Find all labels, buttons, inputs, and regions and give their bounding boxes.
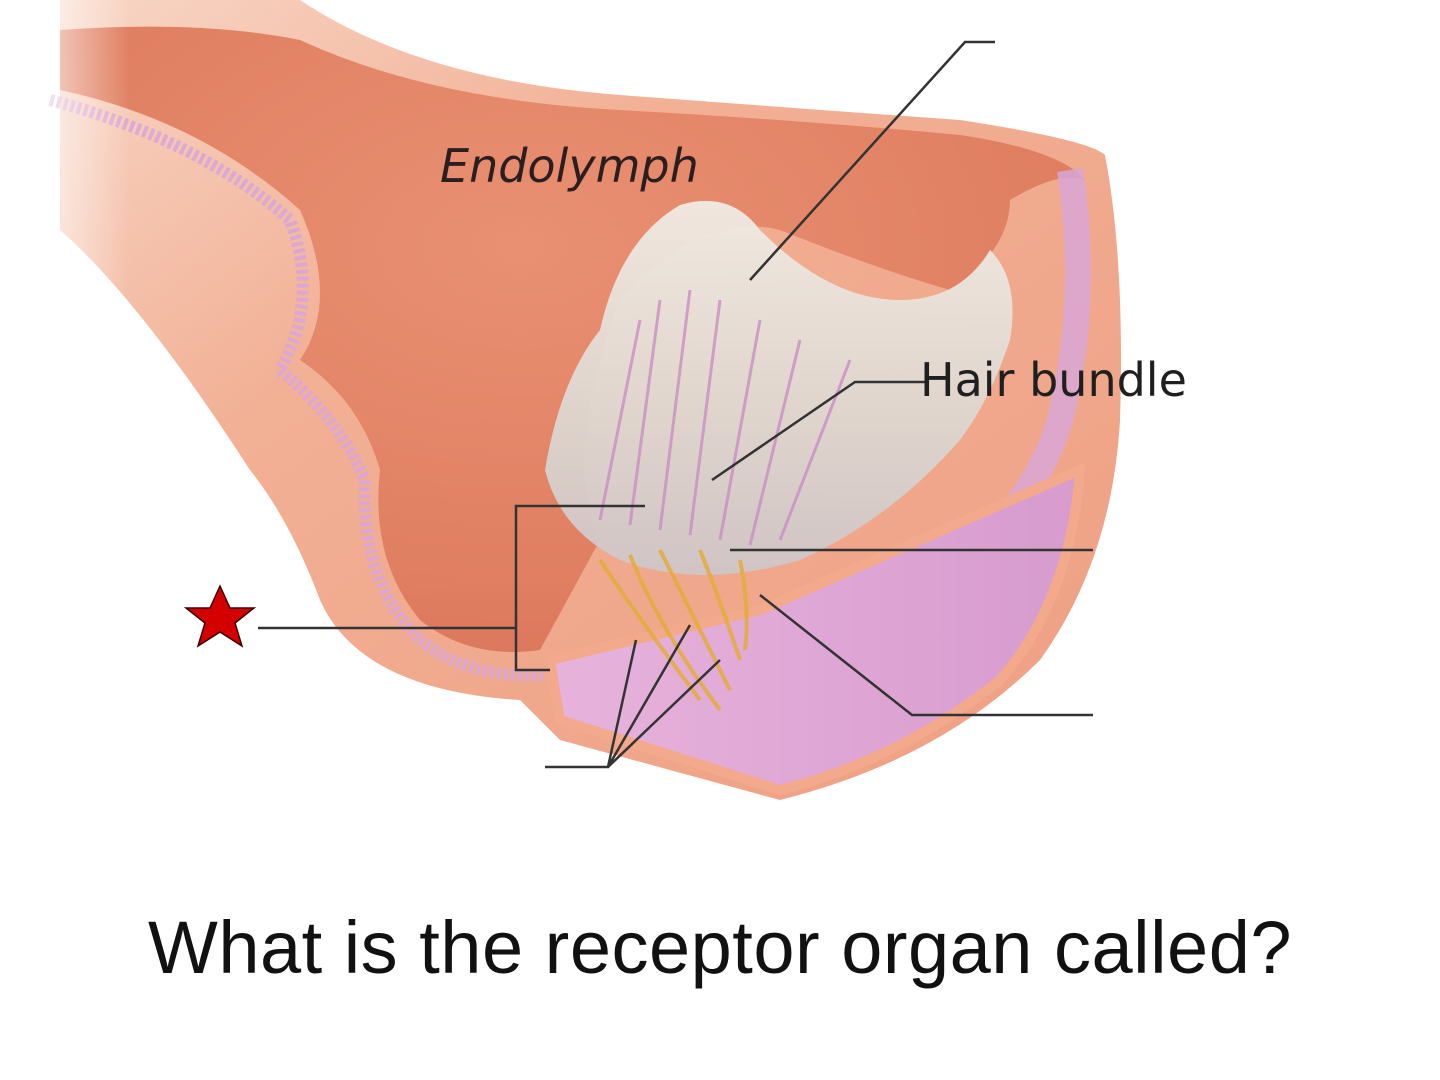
leader-line-nerve-fiber-3: [607, 659, 721, 768]
red-star-icon: [183, 584, 257, 648]
label-hair-bundle: Hair bundle: [920, 353, 1187, 407]
label-endolymph: Endolymph: [440, 139, 699, 193]
crista-nerve-fibers: [598, 549, 749, 712]
leader-line-cupula: [749, 40, 995, 281]
bracket-crista: [514, 504, 645, 672]
hair-bundles: [598, 289, 852, 546]
question-text: What is the receptor organ called?: [147, 906, 1293, 989]
left-fade: [0, 0, 130, 320]
leader-line-hair-bundle: [711, 380, 925, 482]
cupula: [545, 200, 1013, 575]
endolymph-lumen: [60, 26, 1085, 652]
leader-line-supporting-cell: [759, 594, 1093, 717]
leader-lines: [258, 40, 1093, 769]
epithelial-lining: [48, 94, 546, 682]
leader-line-nerve-fiber-2: [606, 624, 692, 768]
